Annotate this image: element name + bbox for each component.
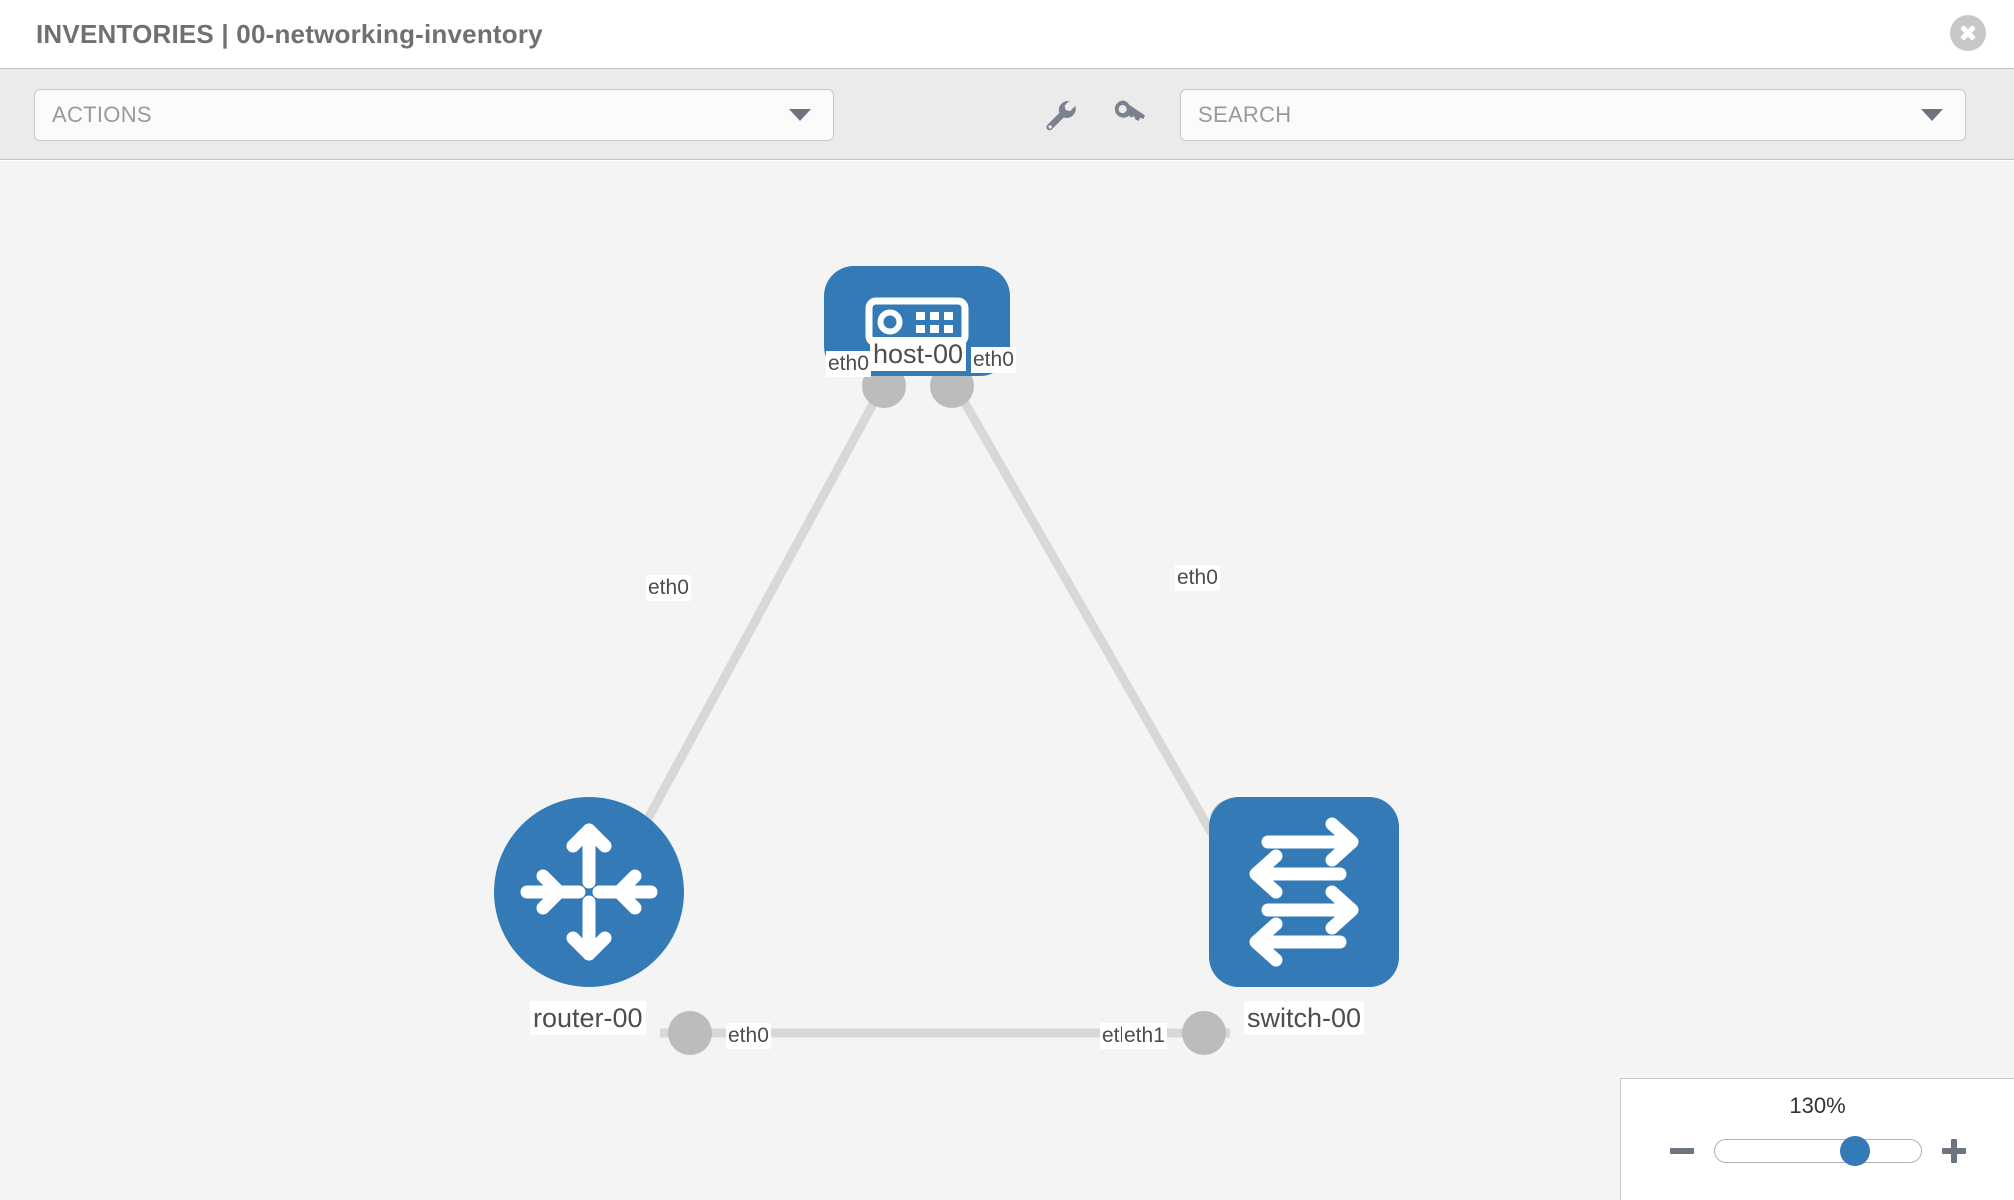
minus-icon[interactable]	[1668, 1137, 1696, 1165]
node-router-00	[494, 797, 684, 987]
node-label-router: router-00	[530, 1001, 646, 1035]
port-router-eth0	[668, 1011, 712, 1055]
link-host-router	[621, 388, 884, 864]
wrench-icon[interactable]	[1040, 95, 1080, 135]
page-header: INVENTORIES | 00-networking-inventory	[0, 0, 2014, 68]
topology-graph	[494, 266, 1399, 1055]
search-input[interactable]: SEARCH	[1180, 89, 1966, 141]
zoom-slider-row	[1621, 1129, 2014, 1173]
edge-label: eth1	[1122, 1023, 1167, 1049]
toolbar-icons	[1040, 87, 1148, 143]
edge-label: eth0	[826, 351, 871, 377]
actions-dropdown-label: ACTIONS	[52, 102, 152, 127]
actions-dropdown[interactable]: ACTIONS	[34, 89, 834, 141]
node-switch-00	[1209, 797, 1399, 987]
zoom-slider-thumb[interactable]	[1839, 1136, 1870, 1166]
node-label-host: host-00	[870, 337, 967, 371]
topology-canvas[interactable]: eth0 eth0 eth0 eth0 eth0 eth0 eth1 host-…	[0, 161, 2014, 1200]
topology-links	[621, 388, 1230, 1038]
key-icon[interactable]	[1108, 95, 1148, 135]
edge-label: eth0	[971, 347, 1016, 373]
search-placeholder: SEARCH	[1198, 102, 1292, 127]
edge-label: eth0	[1175, 565, 1220, 591]
close-icon[interactable]	[1950, 15, 1986, 51]
toolbar: ACTIONS SEARCH	[0, 68, 2014, 160]
chevron-down-icon	[789, 109, 811, 121]
zoom-control-panel: 130%	[1620, 1078, 2014, 1200]
plus-icon[interactable]	[1940, 1137, 1968, 1165]
zoom-slider[interactable]	[1713, 1136, 1922, 1166]
chevron-down-icon[interactable]	[1921, 109, 1943, 121]
node-label-switch: switch-00	[1244, 1001, 1365, 1035]
zoom-level-value: 130%	[1789, 1093, 1846, 1118]
port-switch-eth1	[1182, 1011, 1226, 1055]
edge-label: eth0	[726, 1023, 771, 1049]
edge-label: eth0	[646, 575, 691, 601]
topology-ports	[668, 364, 1254, 1055]
link-host-switch	[954, 388, 1226, 854]
page-title: INVENTORIES | 00-networking-inventory	[36, 18, 543, 49]
